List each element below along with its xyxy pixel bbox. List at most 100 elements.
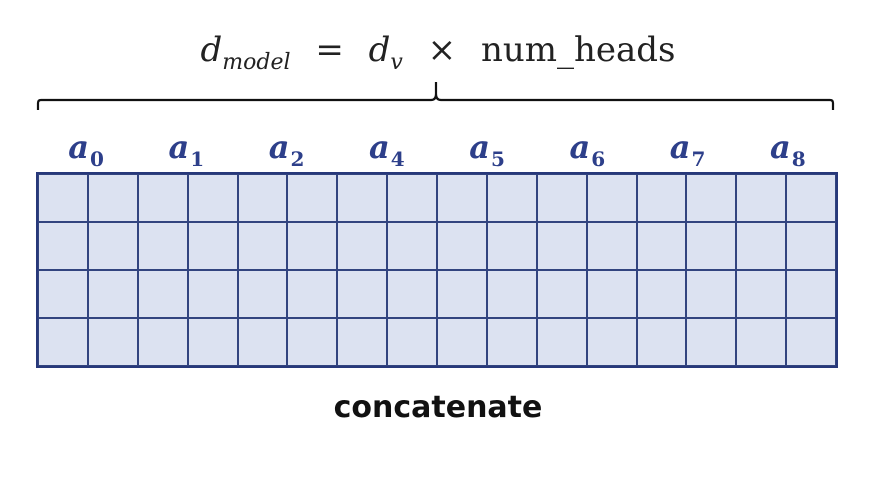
head-label-sub: 7 [691, 147, 706, 171]
head-label-sub: 5 [491, 147, 505, 171]
head-label-base: a [770, 128, 791, 166]
grid-cell [237, 318, 288, 366]
grid-cell [536, 270, 587, 318]
grid-cell [686, 318, 737, 366]
grid-cell [586, 174, 637, 222]
grid-cell [686, 270, 737, 318]
grid-cell [337, 318, 388, 366]
grid-cell [636, 318, 687, 366]
grid-cell [137, 270, 188, 318]
grid-cell [437, 174, 487, 222]
dmodel-formula: dmodel = dv × num_heads [0, 30, 876, 75]
grid-cell [736, 318, 787, 366]
grid-cell [536, 318, 587, 366]
head-label-base: a [268, 128, 290, 166]
grid-cell [137, 174, 188, 222]
formula-rhs-term: num_heads [480, 30, 676, 70]
grid-cell [736, 174, 787, 222]
head-label-base: a [469, 128, 491, 166]
grid-cell [686, 222, 737, 270]
grid-cell [586, 270, 637, 318]
formula-equals: = [315, 30, 344, 70]
grid-cell [437, 222, 487, 270]
grid-cell [38, 222, 88, 270]
grid-cell [38, 318, 88, 366]
head-label-5: a6 [537, 128, 637, 171]
head-label-4: a5 [437, 128, 537, 171]
grid-cell [437, 318, 487, 366]
head-label-0: a0 [36, 128, 136, 171]
grid-cell [786, 270, 836, 318]
head-label-base: a [168, 128, 190, 166]
grid-cell [586, 222, 637, 270]
head-label-2: a2 [237, 128, 337, 171]
grid-cell [786, 222, 836, 270]
grid-cell [686, 174, 737, 222]
formula-times: × [427, 30, 457, 70]
grid-cell [38, 174, 88, 222]
head-label-base: a [569, 128, 591, 166]
head-label-base: a [369, 128, 390, 166]
grid-cell [736, 222, 787, 270]
brace-path [36, 82, 835, 110]
grid-cell [337, 222, 388, 270]
grid-cell [387, 270, 437, 318]
head-label-1: a1 [136, 128, 236, 171]
head-label-3: a4 [337, 128, 437, 171]
head-label-sub: 2 [290, 147, 305, 171]
grid-cell [486, 222, 537, 270]
grid-cell [87, 222, 138, 270]
formula-rhs-base: d [368, 30, 391, 70]
grid-cell [736, 270, 787, 318]
grid-cell [137, 318, 188, 366]
head-label-sub: 4 [390, 147, 405, 171]
grid-cell [636, 270, 687, 318]
head-label-7: a8 [738, 128, 838, 171]
grid-cell [387, 222, 437, 270]
grid-cell [87, 174, 138, 222]
grid-cell [237, 222, 288, 270]
grid-cell [636, 174, 687, 222]
grid-cell [337, 174, 388, 222]
grid-cell [486, 270, 537, 318]
grid-cell [786, 318, 836, 366]
head-label-sub: 0 [90, 147, 104, 171]
grid-cell [137, 222, 188, 270]
grid-cell [387, 174, 437, 222]
grid-cell [636, 222, 687, 270]
grid-cell [486, 174, 537, 222]
caption: concatenate [333, 390, 543, 425]
grid-cell [187, 222, 238, 270]
grid-cell [437, 270, 487, 318]
head-label-base: a [669, 128, 691, 166]
head-label-sub: 8 [791, 147, 806, 171]
grid-cell [287, 270, 338, 318]
grid-cell [387, 318, 437, 366]
grid-cell [536, 174, 587, 222]
grid-cell [786, 174, 836, 222]
formula-rhs-sub: v [390, 50, 403, 75]
head-label-6: a7 [638, 128, 738, 171]
concatenated-heads-grid [36, 172, 838, 368]
width-brace [36, 82, 835, 110]
grid-cell [337, 270, 388, 318]
grid-cell [287, 174, 338, 222]
grid-cell [237, 270, 288, 318]
formula-lhs-sub: model [222, 50, 291, 75]
grid-cell [187, 270, 238, 318]
grid-cell [486, 318, 537, 366]
grid-cell [237, 174, 288, 222]
grid-cell [586, 318, 637, 366]
grid-cell [287, 318, 338, 366]
grid-cell [87, 318, 138, 366]
formula-lhs-base: d [200, 30, 223, 70]
head-label-sub: 6 [591, 147, 606, 171]
grid-cell [87, 270, 138, 318]
grid-cell [187, 174, 238, 222]
grid-cell [38, 270, 88, 318]
head-label-base: a [68, 128, 90, 166]
grid-cell [287, 222, 338, 270]
head-label-sub: 1 [190, 147, 205, 171]
grid-cell [187, 318, 238, 366]
grid-cell [536, 222, 587, 270]
